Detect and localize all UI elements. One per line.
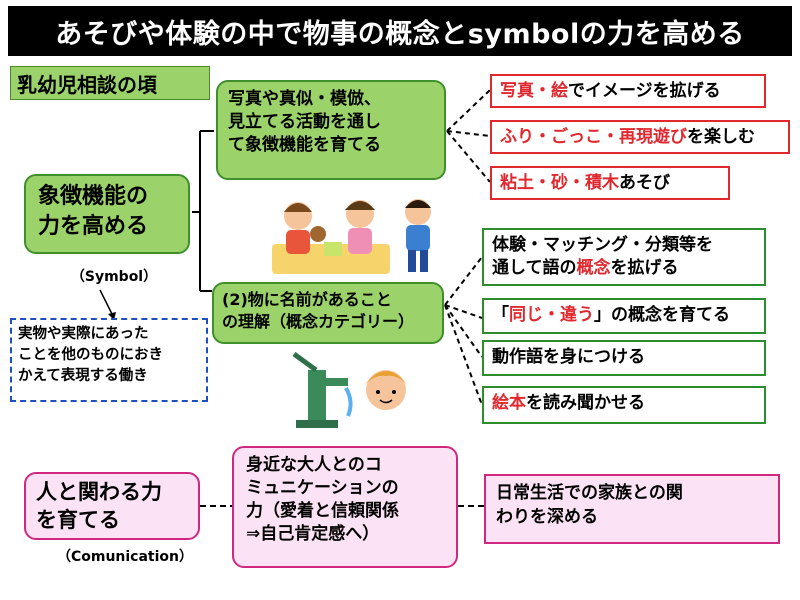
definition-line3: かえて表現する働き xyxy=(18,368,148,385)
comm-right-line1: 日常生活での家族との関 xyxy=(496,483,683,503)
child-hair xyxy=(345,201,375,210)
lower-leaf-4-post: を読み聞かせる xyxy=(526,393,645,413)
child-head xyxy=(366,370,406,410)
pump-spout xyxy=(326,378,348,386)
symbol-main-box: 象徴機能の 力を高める xyxy=(24,174,190,254)
upper-leaf-2: ふり・ごっこ・再現遊びを楽しむ xyxy=(490,120,790,154)
eye xyxy=(392,390,396,394)
child-body xyxy=(286,230,310,254)
comm-right-box: 日常生活での家族との関 わりを深める xyxy=(484,474,780,544)
child-body xyxy=(406,225,430,251)
child-hair xyxy=(405,200,431,208)
lower-leaf-1-pre: 通して語の xyxy=(492,257,577,278)
upper-leaf-1-red: 写真・絵 xyxy=(500,81,568,101)
lower-leaf-1-line1: 体験・マッチング・分類等を xyxy=(492,235,713,255)
caption-arrow xyxy=(99,289,113,315)
lower-leaf-1-post: を拡げる xyxy=(610,257,679,278)
upper-node-line2: 見立てる活動を通し xyxy=(228,111,381,132)
lower-node-box: (2)物に名前があること の理解（概念カテゴリー） xyxy=(212,282,444,344)
comm-middle-line4: ⇒自己肯定感へ） xyxy=(246,523,380,544)
symbol-definition-box: 実物や実際にあった ことを他のものにおき かえて表現する働き xyxy=(10,318,208,402)
pump-handle xyxy=(292,351,318,373)
mouth xyxy=(379,399,393,404)
eye xyxy=(376,390,380,394)
symbol-main-line1: 象徴機能の xyxy=(38,184,149,209)
child-leg xyxy=(408,250,416,272)
child-hair xyxy=(364,371,408,386)
comm-middle-line1: 身近な大人とのコ xyxy=(246,455,382,475)
upper-leaf-1: 写真・絵でイメージを拡げる xyxy=(490,74,766,108)
upper-leaf-1-text: でイメージを拡げる xyxy=(568,81,721,101)
definition-line1: 実物や実際にあった xyxy=(18,326,149,342)
lower-dash-lines xyxy=(444,256,483,406)
upper-leaf-2-red: ふり・ごっこ・再現遊び xyxy=(500,127,687,147)
lower-leaf-2-pre: 「 xyxy=(492,305,509,325)
upper-leaf-3-text: あそび xyxy=(619,173,670,193)
child-hair xyxy=(284,203,312,212)
pump-base xyxy=(296,420,338,428)
upper-leaf-3-red: 粘土・砂・積木 xyxy=(500,173,619,193)
comm-main-line1: 人と関わる力 xyxy=(36,480,162,504)
symbol-caption: （Symbol） xyxy=(70,269,158,285)
upper-node-line3: て象徴機能を育てる xyxy=(228,134,381,155)
comm-caption: （Comunication） xyxy=(56,549,194,565)
lower-leaf-4: 絵本を読み聞かせる xyxy=(482,386,766,424)
comm-middle-box: 身近な大人とのコ ミュニケーションの 力（愛着と信頼関係 ⇒自己肯定感へ） xyxy=(232,446,458,568)
upper-node-box: 写真や真似・模倣、 見立てる活動を通し て象徴機能を育てる xyxy=(216,80,446,180)
child-leg xyxy=(420,250,428,272)
lower-leaf-2-red: 同じ・違う xyxy=(509,305,594,325)
upper-leaf-2-text: を楽しむ xyxy=(687,127,755,147)
lower-leaf-2: 「同じ・違う」の概念を育てる xyxy=(482,298,766,334)
comm-middle-line2: ミュニケーションの xyxy=(246,477,399,498)
upper-leaf-3: 粘土・砂・積木あそび xyxy=(490,166,730,200)
teddy-bear xyxy=(310,226,326,242)
toy-block xyxy=(324,242,342,256)
lower-leaf-4-red: 絵本 xyxy=(492,393,526,413)
comm-right-line2: わりを深める xyxy=(496,506,598,527)
pump-body xyxy=(308,370,326,426)
water-stream xyxy=(344,387,353,417)
comm-main-line2: を育てる xyxy=(36,508,120,533)
child-body xyxy=(348,228,372,254)
water-pump-illustration xyxy=(292,351,408,428)
lower-node-line1: (2)物に名前があること xyxy=(222,290,392,309)
comm-main-box: 人と関わる力 を育てる xyxy=(24,472,200,540)
lower-leaf-2-post: 」の概念を育てる xyxy=(594,305,730,325)
lower-leaf-3: 動作語を身につける xyxy=(482,340,766,376)
lower-node-line2: の理解（概念カテゴリー） xyxy=(222,311,415,331)
bracket-symbol xyxy=(192,130,214,292)
symbol-main-line2: 力を高める xyxy=(38,213,149,239)
lower-leaf-1-red: 概念 xyxy=(576,257,611,278)
page-title: あそびや体験の中で物事の概念とsymbolの力を高める xyxy=(8,6,792,56)
section-label: 乳幼児相談の頃 xyxy=(10,66,210,100)
definition-line2: ことを他のものにおき xyxy=(18,347,163,364)
children-playing-illustration xyxy=(272,199,431,274)
upper-node-line1: 写真や真似・模倣、 xyxy=(228,89,381,109)
lower-leaf-1: 体験・マッチング・分類等を 通して語の概念を拡げる xyxy=(482,228,766,286)
comm-middle-line3: 力（愛着と信頼関係 xyxy=(246,500,399,521)
upper-dash-lines xyxy=(446,89,491,183)
